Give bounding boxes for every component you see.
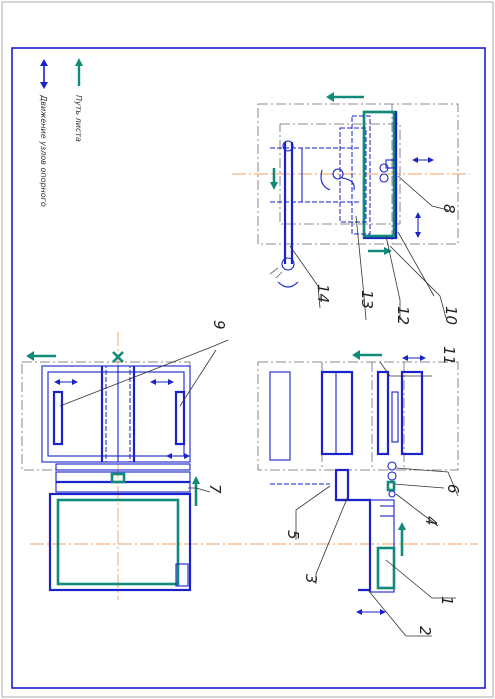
sheet-path-icon [75, 58, 83, 86]
callout-13: 13 [358, 290, 376, 309]
callout-10: 10 [442, 306, 460, 325]
callout-2: 2 [416, 626, 434, 636]
support-movement-arrow [54, 379, 78, 385]
support-movement-icon [40, 59, 48, 89]
callout-4: 4 [422, 516, 440, 526]
callout-7: 7 [206, 484, 224, 494]
callout-1: 1 [438, 596, 456, 606]
callout-6: 6 [444, 484, 462, 494]
sheet-path-arrow [192, 476, 200, 506]
drawing-frame [11, 47, 486, 689]
callout-9: 9 [210, 320, 228, 330]
cross-mark-icon [112, 351, 124, 363]
support-movement-arrow [150, 379, 174, 385]
callout-5: 5 [284, 530, 302, 540]
callout-8: 8 [440, 204, 458, 214]
support-movement-arrow [415, 212, 421, 238]
sheet-path-arrow [326, 92, 364, 102]
leader-lines [59, 175, 459, 637]
legend: Путь листа Движение узлов опорного [39, 58, 83, 207]
bottom-right-assembly [30, 350, 478, 615]
sheet-path-arrow [26, 351, 56, 361]
support-movement-arrow [356, 609, 386, 615]
left-assembly [21, 332, 200, 600]
callout-3: 3 [302, 574, 320, 584]
sheet-path-arrow [270, 168, 278, 190]
support-movement-arrow [412, 157, 434, 163]
sheet-path-arrow [368, 247, 392, 255]
callout-14: 14 [314, 284, 332, 303]
callout-11: 11 [440, 346, 458, 365]
sheet-path-arrow [398, 522, 406, 556]
top-right-assembly [232, 92, 470, 288]
support-movement-arrow [402, 355, 426, 361]
legend-sheet-path: Путь листа [74, 95, 83, 142]
legend-support-movement: Движение узлов опорного [39, 94, 48, 207]
callout-12: 12 [394, 306, 412, 325]
sheet-path-arrow [352, 350, 382, 360]
support-movement-arrow [166, 453, 190, 459]
